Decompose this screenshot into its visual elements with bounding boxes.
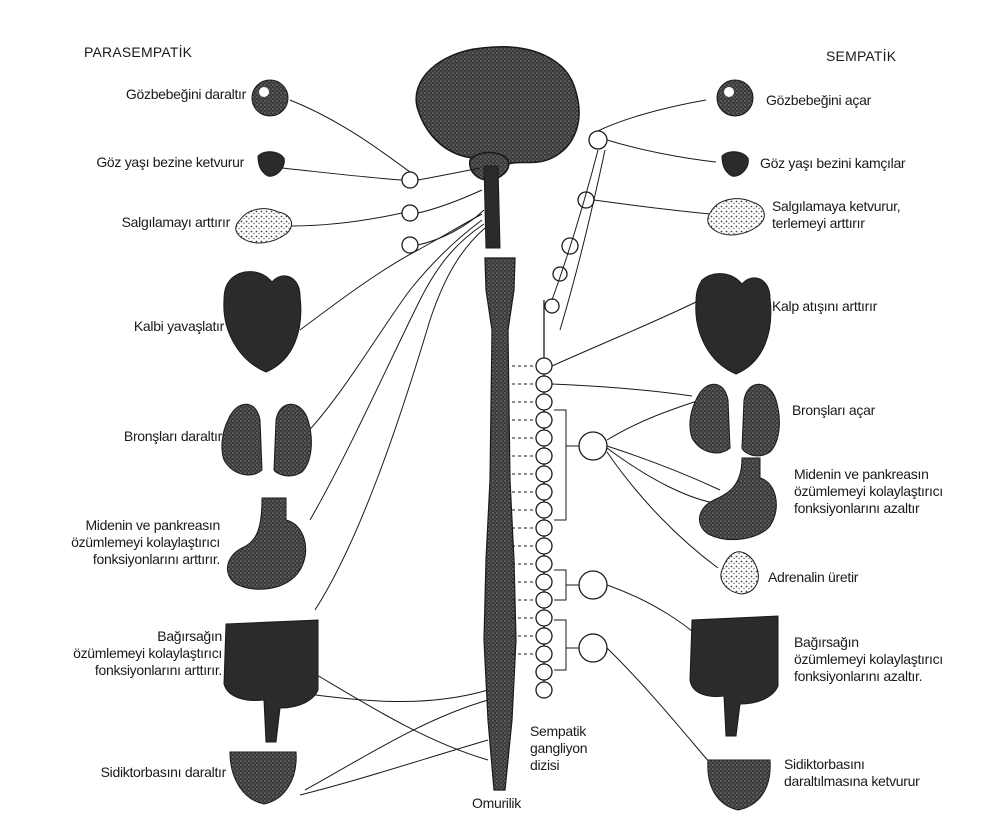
- parasympathetic-header: PARASEMPATİK: [84, 44, 193, 60]
- brainstem: [483, 165, 501, 249]
- ganglion-chain: [535, 130, 608, 699]
- para-stomach-line-3: fonksiyonlarını arttırır.: [92, 551, 220, 567]
- para-heart-label: Kalbi yavaşlatır: [133, 318, 224, 334]
- right-organs: [689, 79, 780, 811]
- symp-intestine-line-1: Bağırsağın: [794, 634, 859, 650]
- salivary-gland-left: [235, 208, 293, 244]
- heart-right: [695, 273, 772, 375]
- nerve-lines: [279, 99, 721, 796]
- spinal-cord: [483, 257, 517, 791]
- intestine-left: [223, 619, 319, 743]
- para-lungs-label: Bronşları daraltır: [123, 428, 222, 444]
- para-intestine-label: Bağırsağın özümlemeyi kolaylaştırıcı fon…: [73, 628, 222, 679]
- symp-intestine-label: Bağırsağın özümlemeyi kolaylaştırıcı fon…: [794, 634, 943, 685]
- para-stomach-line-2: özümlemeyi kolaylaştırıcı: [71, 534, 220, 550]
- lacrimal-gland-right: [721, 151, 749, 177]
- ganglion-chain-line-2: gangliyon: [530, 740, 588, 756]
- symp-lacrimal-label: Göz yaşı bezini kamçılar: [760, 155, 906, 171]
- symp-stomach-label: Midenin ve pankreasın özümlemeyi kolayla…: [794, 466, 943, 517]
- symp-stomach-line-2: özümlemeyi kolaylaştırıcı: [794, 483, 943, 499]
- para-bladder-label: Sidiktorbasını daraltır: [100, 764, 227, 780]
- para-intestine-line-3: fonksiyonlarını arttırır.: [94, 662, 222, 678]
- symp-bladder-label: Sidiktorbasını daraltılmasına ketvurur: [784, 756, 920, 790]
- ganglion-chain-line-1: Sempatik: [530, 723, 586, 739]
- bladder-right: [707, 759, 771, 811]
- symp-intestine-line-3: fonksiyonlarını azaltır.: [794, 668, 923, 684]
- symp-intestine-line-2: özümlemeyi kolaylaştırıcı: [794, 651, 943, 667]
- symp-heart-label: Kalp atışını arttırır: [772, 298, 877, 314]
- symp-lungs-label: Bronşları açar: [792, 402, 875, 418]
- para-lacrimal-label: Göz yaşı bezine ketvurur: [96, 154, 244, 170]
- symp-salivary-line-1: Salgılamaya ketvurur,: [772, 198, 901, 214]
- ganglion-chain-line-3: dizisi: [530, 757, 560, 773]
- adrenal-right: [720, 551, 759, 595]
- para-stomach-label: Midenin ve pankreasın özümlemeyi kolayla…: [71, 517, 220, 568]
- stomach-left: [227, 497, 307, 590]
- central-nervous-system: [415, 46, 580, 791]
- spinal-cord-label: Omurilik: [472, 795, 521, 811]
- brain: [415, 46, 580, 166]
- para-stomach-line-1: Midenin ve pankreasın: [85, 517, 220, 533]
- salivary-gland-right: [707, 198, 765, 236]
- heart-left: [223, 271, 302, 373]
- intestine-right: [689, 615, 779, 737]
- para-intestine-line-1: Bağırsağın: [157, 628, 222, 644]
- parasympathetic-ganglia: [401, 171, 419, 254]
- eye-right: [716, 79, 754, 117]
- lungs-right: [689, 383, 780, 457]
- ganglion-chain-label: Sempatik gangliyon dizisi: [530, 723, 588, 774]
- symp-salivary-line-2: terlemeyi arttırır: [772, 215, 865, 231]
- lacrimal-gland-left: [257, 151, 285, 177]
- symp-stomach-line-1: Midenin ve pankreasın: [794, 466, 929, 482]
- sympathetic-header: SEMPATİK: [826, 48, 897, 64]
- symp-adrenal-label: Adrenalin üretir: [768, 569, 859, 585]
- stomach-right: [699, 457, 777, 540]
- symp-salivary-label: Salgılamaya ketvurur, terlemeyi arttırır: [772, 198, 901, 232]
- left-organs: [221, 79, 319, 805]
- symp-bladder-line-2: daraltılmasına ketvurur: [784, 773, 920, 789]
- symp-bladder-line-1: Sidiktorbasını: [784, 756, 865, 772]
- para-pupil-label: Gözbebeğini daraltır: [125, 86, 246, 102]
- para-salivary-label: Salgılamayı arttırır: [121, 214, 231, 230]
- collateral-ganglia: [578, 431, 608, 663]
- lungs-left: [221, 403, 312, 477]
- symp-pupil-label: Gözbebeğini açar: [766, 92, 871, 108]
- bladder-left: [229, 751, 297, 805]
- para-intestine-line-2: özümlemeyi kolaylaştırıcı: [73, 645, 222, 661]
- preganglionic-dashes: [512, 365, 536, 655]
- eye-left: [251, 79, 289, 117]
- symp-stomach-line-3: fonksiyonlarını azaltır: [794, 500, 920, 516]
